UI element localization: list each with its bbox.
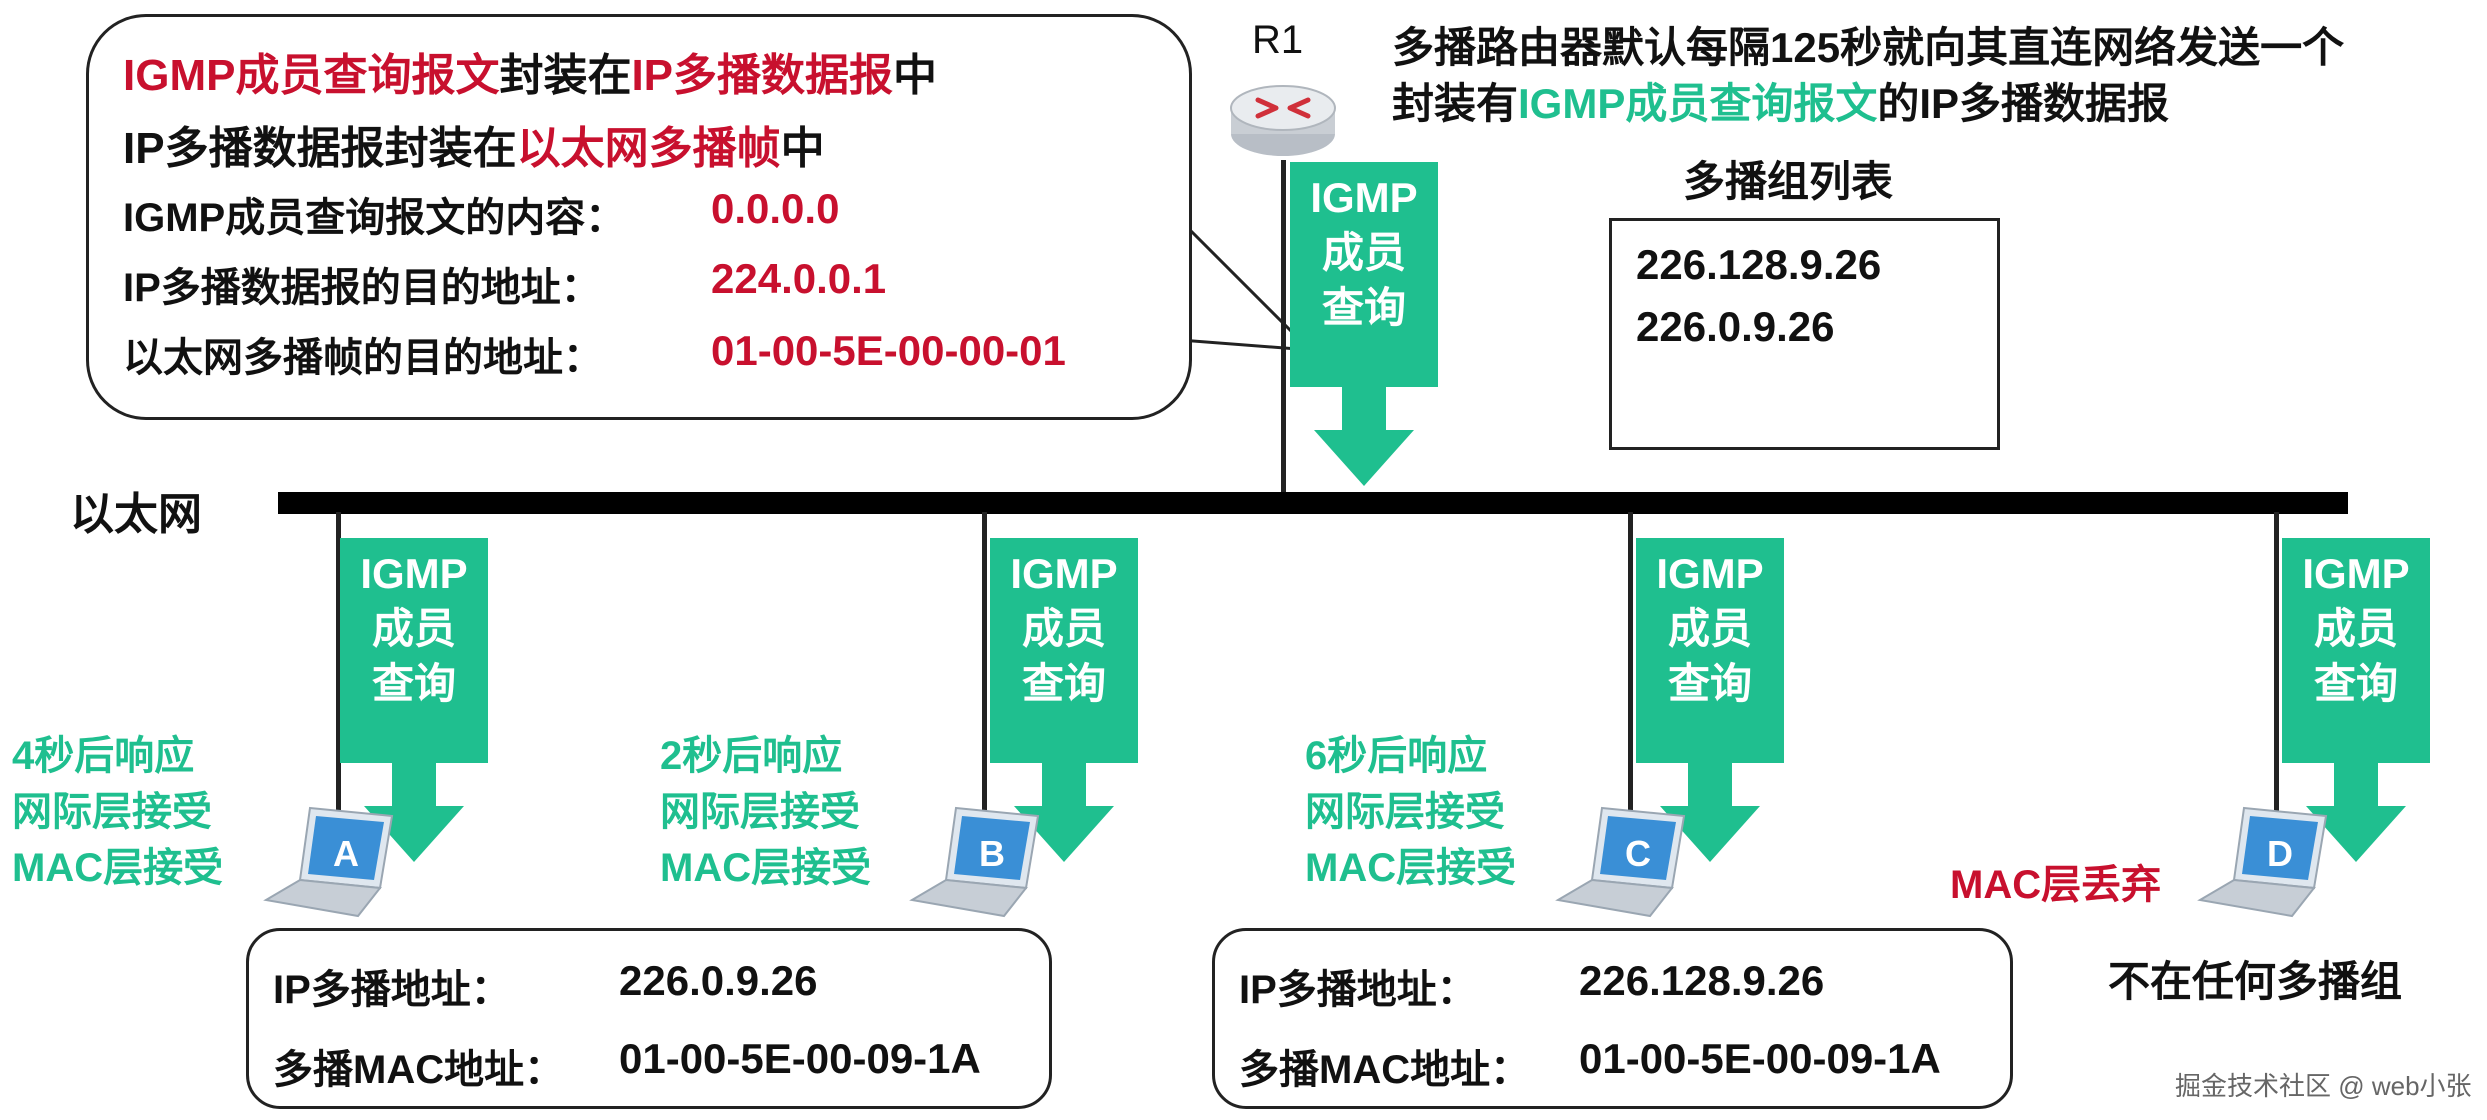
router-label: R1 [1252, 18, 1304, 62]
router-desc-line2: 封装有IGMP成员查询报文的IP多播数据报 [1392, 70, 2169, 131]
host-ab-info-box: IP多播地址： 226.0.9.26 多播MAC地址： 01-00-5E-00-… [246, 928, 1052, 1109]
callout-line1-seg1: IGMP成员查询报文 [123, 51, 500, 100]
ip-multicast-label: IP多播地址： [273, 968, 511, 1012]
callout-line1-seg3: IP多播数据报 [631, 51, 894, 100]
router-icon [1230, 85, 1336, 156]
mac-multicast-value: 01-00-5E-00-09-1A [1579, 1035, 1941, 1082]
ip-dest-value: 224.0.0.1 [711, 255, 887, 302]
laptop-icon-c: C [1555, 806, 1686, 918]
group-list-title: 多播组列表 [1683, 158, 1894, 205]
ip-multicast-value: 226.128.9.26 [1579, 957, 1825, 1004]
host-d-status: MAC层丢弃 [1950, 863, 2162, 907]
svg-text:D: D [2267, 833, 2293, 874]
callout-line1-seg2: 封装在 [499, 51, 632, 100]
router-desc-pre: 封装有 [1392, 80, 1519, 127]
callout-line2: IP多播数据报封装在以太网多播帧中 [123, 112, 825, 176]
watermark: 掘金技术社区 @ web小张 [2175, 1071, 2472, 1101]
host-b-link [982, 512, 987, 830]
svg-text:B: B [979, 833, 1005, 874]
laptop-icon-d: D [2197, 806, 2328, 918]
svg-text:A: A [333, 833, 359, 874]
callout-line1-seg4: 中 [893, 51, 938, 100]
host-c-info-box: IP多播地址： 226.128.9.26 多播MAC地址： 01-00-5E-0… [1212, 928, 2013, 1109]
mac-multicast-label: 多播MAC地址： [1239, 1048, 1531, 1092]
router-link [1281, 160, 1286, 495]
mac-multicast-value: 01-00-5E-00-09-1A [619, 1035, 981, 1082]
callout-line2-seg3: 中 [780, 124, 825, 173]
eth-dest-label: 以太网多播帧的目的地址： [123, 336, 603, 380]
laptop-icon-b: B [909, 806, 1040, 918]
laptop-icon-a: A [263, 806, 394, 918]
group-list-box: 226.128.9.26 226.0.9.26 [1609, 218, 2000, 450]
group-list-item: 226.128.9.26 [1636, 241, 1882, 288]
callout-line2-seg2: 以太网多播帧 [516, 124, 781, 173]
ip-multicast-value: 226.0.9.26 [619, 957, 818, 1004]
ip-dest-label: IP多播数据报的目的地址： [123, 266, 601, 310]
eth-dest-value: 01-00-5E-00-00-01 [711, 327, 1066, 374]
callout-bubble: IGMP成员查询报文封装在IP多播数据报中 IP多播数据报封装在以太网多播帧中 … [86, 14, 1192, 420]
router-desc-green: IGMP成员查询报文 [1518, 80, 1878, 127]
host-d-note: 不在任何多播组 [2108, 958, 2403, 1005]
query-content-value: 0.0.0.0 [711, 185, 840, 232]
network-label: 以太网 [70, 490, 202, 539]
mac-multicast-label: 多播MAC地址： [273, 1048, 565, 1092]
ethernet-bus [278, 492, 2348, 514]
callout-line2-seg1: IP多播数据报封装在 [123, 124, 517, 173]
ip-multicast-label: IP多播地址： [1239, 968, 1477, 1012]
router-desc-post: 的IP多播数据报 [1877, 80, 2170, 127]
host-a-link [336, 512, 341, 830]
router-desc-line1: 多播路由器默认每隔125秒就向其直连网络发送一个 [1392, 24, 2345, 71]
host-c-link [1628, 512, 1633, 830]
svg-text:C: C [1625, 833, 1651, 874]
query-content-label: IGMP成员查询报文的内容： [123, 196, 626, 240]
host-d-link [2274, 512, 2279, 830]
callout-line1: IGMP成员查询报文封装在IP多播数据报中 [123, 39, 937, 103]
group-list-item: 226.0.9.26 [1636, 303, 1835, 350]
